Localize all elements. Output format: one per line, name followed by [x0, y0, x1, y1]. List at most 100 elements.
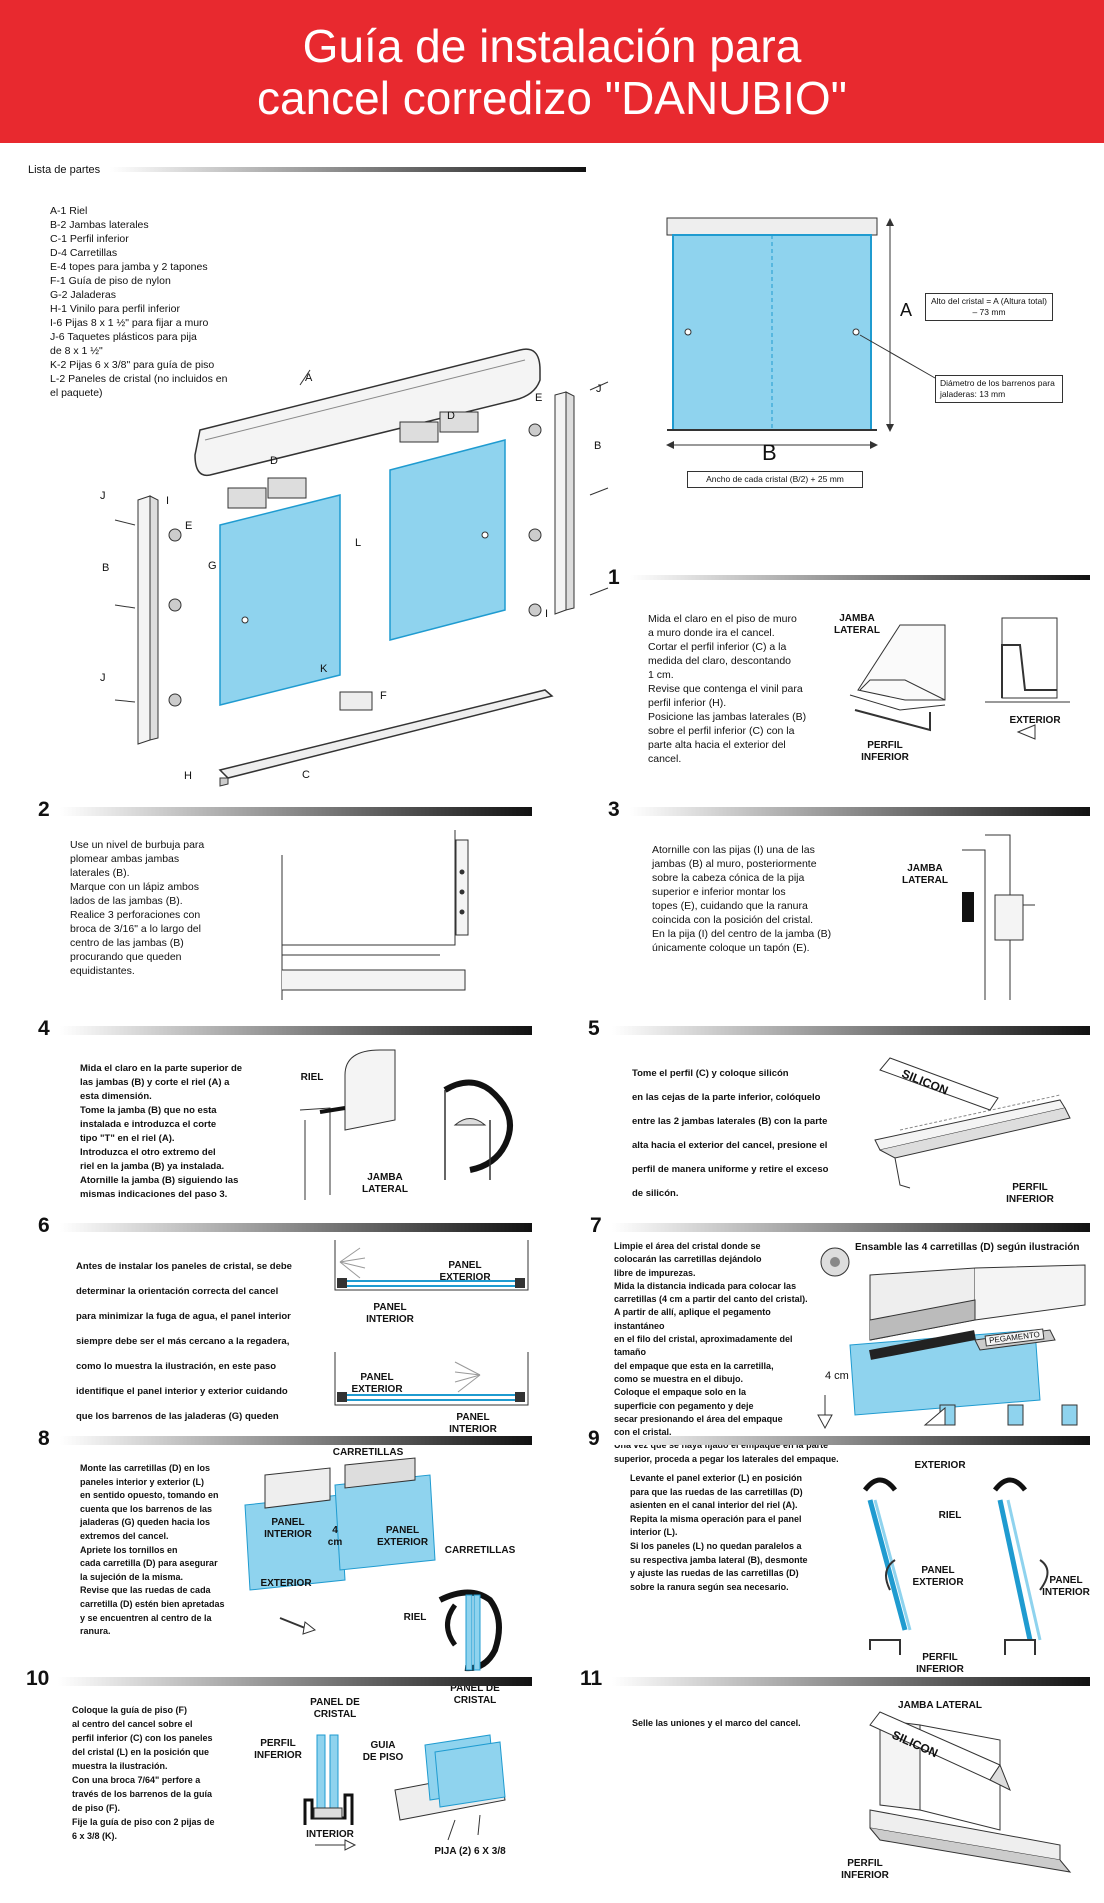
diagram-label: PIJA (2) 6 X 3/8 [434, 1846, 506, 1857]
section-rule [612, 1026, 1090, 1035]
label-line: PERFIL [847, 1858, 883, 1869]
label-line: INTERIOR [1042, 1587, 1090, 1598]
step-line: identifique el panel interior y exterior… [76, 1386, 288, 1397]
part-item: C-1 Perfil inferior [50, 233, 129, 245]
step-line: determinar la orientación correcta del c… [76, 1286, 279, 1297]
step-text: Mida el claro en el piso de muro a muro … [648, 612, 828, 766]
step-line: a muro donde ira el cancel. [648, 627, 775, 639]
part-item: E-4 topes para jamba y 2 tapones [50, 261, 208, 273]
step-line: sobre la ranura según sea necesario. [630, 1581, 789, 1592]
step-line: en las cejas de la parte inferior, colóq… [632, 1092, 821, 1103]
part-letter: G [208, 560, 217, 572]
step-line: colocarán las carretillas dejándolo [614, 1254, 762, 1265]
step-line: Tome el perfil (C) y coloque silicón [632, 1068, 789, 1079]
step-line: medida del claro, descontando [648, 655, 792, 667]
step4-illustration [299, 1049, 513, 1200]
step-line: Mida el claro en la parte superior de [80, 1063, 243, 1074]
step-line: Coloque el empaque solo en la [614, 1387, 747, 1398]
label-line: PANEL [271, 1517, 305, 1528]
diagram-label: RIEL [938, 1510, 962, 1521]
step-line: Realice 3 perforaciones con [70, 909, 201, 921]
label-line: JAMBA [907, 863, 943, 874]
part-item: A-1 Riel [50, 205, 88, 217]
section-rule [612, 1223, 1090, 1232]
step-text: Mida el claro en la parte superior de la… [80, 1062, 250, 1202]
step8-illustration [244, 1457, 502, 1672]
step-line: sobre el perfil inferior (C) con la [648, 725, 795, 737]
part-letter: C [302, 769, 310, 781]
step3-illustration [962, 834, 1035, 1000]
part-item: G-2 Jaladeras [50, 289, 116, 301]
step-number: 4 [38, 1017, 50, 1040]
step-line: como se muestra en el dibujo. [614, 1373, 744, 1384]
step-line: entre las 2 jambas laterales (B) con la … [632, 1116, 828, 1127]
part-letter: L [355, 537, 362, 549]
step-line: de silicón. [632, 1188, 679, 1199]
step-line: parte alta hacia el exterior del [648, 739, 786, 751]
step-line: perfil inferior (H). [648, 697, 727, 709]
diagram-label: EXTERIOR [1009, 715, 1061, 726]
step-line: coincida con la posición del cristal. [652, 914, 814, 926]
part-letter: B [102, 562, 110, 574]
label-line: EXTERIOR [351, 1384, 403, 1395]
step-line: broca de 3/16" a lo largo del [70, 923, 201, 935]
step-line: Mida el claro en el piso de muro [648, 613, 797, 625]
label-line: PANEL [385, 1525, 420, 1536]
step-line: cada carretilla (D) para asegurar [80, 1558, 218, 1569]
label-line: PANEL DE [450, 1683, 500, 1694]
step-line: Coloque la guía de piso (F) [72, 1705, 188, 1715]
label-line: PERFIL [1012, 1182, 1048, 1193]
note-diametro: Diámetro de los barrenos para jaladeras:… [935, 375, 1063, 403]
step-number: 6 [38, 1214, 50, 1237]
label-line: INTERIOR [366, 1314, 414, 1325]
section-rule [630, 807, 1090, 816]
label-line: PANEL DE [310, 1697, 360, 1708]
title-line-1: Guía de instalación para [302, 20, 802, 72]
step-line: Apriete los tornillos en [80, 1544, 178, 1555]
step-number: 2 [38, 798, 50, 821]
section-rule [60, 807, 532, 816]
label-line: PERFIL [922, 1652, 958, 1663]
part-item: I-6 Pijas 8 x 1 ½" para fijar a muro [50, 317, 209, 329]
label-line: INTERIOR [449, 1424, 497, 1435]
part-item: de 8 x 1 ½" [50, 345, 103, 357]
step-line: como lo muestra la ilustración, en este … [76, 1361, 277, 1372]
step-number: 7 [590, 1214, 602, 1237]
step10-illustration [303, 1734, 506, 1851]
step-line: de piso (F). [72, 1803, 120, 1813]
step-line: Con una broca 7/64" perfore a [72, 1775, 201, 1785]
step-line: Tome la jamba (B) que no esta [80, 1105, 217, 1116]
step9-illustration [863, 1477, 1049, 1655]
diagram-label: INTERIOR [306, 1829, 354, 1840]
step-line: las jambas (B) y corte el riel (A) a [80, 1077, 230, 1088]
step-line: interior (L). [630, 1527, 678, 1538]
step-text: Use un nivel de burbuja para plomear amb… [70, 838, 240, 978]
step-text: Selle las uniones y el marco del cancel. [632, 1718, 801, 1728]
diagram-label: Ensamble las 4 carretillas (D) según ilu… [855, 1242, 1080, 1253]
step-line: la sujeción de la misma. [80, 1571, 184, 1582]
section-rule [110, 167, 586, 172]
part-item: L-2 Paneles de cristal (no incluidos en [50, 373, 228, 385]
diagram-label: EXTERIOR [914, 1460, 966, 1471]
step-line: Mida la distancia indicada para colocar … [614, 1280, 797, 1291]
step-text: Atornille con las pijas (I) una de las j… [652, 843, 852, 955]
step-line: Revise que contenga el vinil para [648, 683, 803, 695]
label-line: PANEL [456, 1412, 490, 1423]
label-line: PERFIL [867, 740, 903, 751]
step-line: superficie con pegamento y deje [614, 1400, 754, 1411]
step-line: con el cristal. [614, 1427, 672, 1438]
label-line: PERFIL [260, 1738, 296, 1749]
section-rule [60, 1026, 532, 1035]
label-line: CRISTAL [313, 1709, 357, 1720]
part-item: B-2 Jambas laterales [50, 219, 149, 231]
